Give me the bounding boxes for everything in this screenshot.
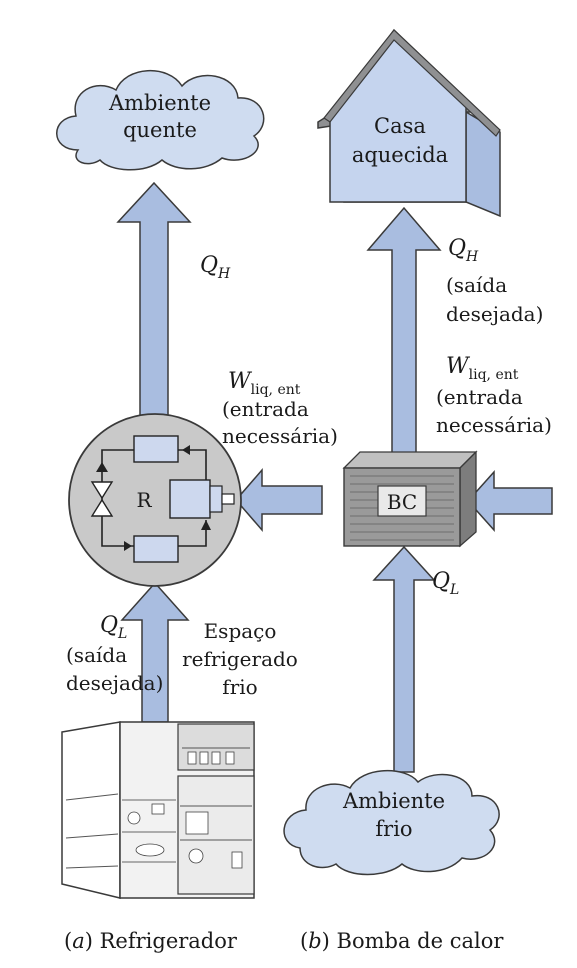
ql-label-refrigerator: QL (100, 613, 127, 642)
work-arrow-refrigerator (235, 467, 323, 533)
cold-space-label-line3: frio (222, 675, 257, 699)
evaporator-box (133, 535, 179, 563)
heated-house-illustration (317, 28, 501, 218)
heat-pump-unit: BC (342, 450, 478, 548)
work-arrow-heat-pump (466, 470, 553, 532)
qh-caption-heat-pump-line1: (saída (446, 273, 507, 297)
w-label-refrigerator: Wliq, ent (228, 369, 301, 398)
qh-caption-heat-pump-line2: desejada) (446, 302, 543, 326)
cold-space-label-line1: Espaço (204, 619, 277, 643)
hot-environment-cloud (56, 70, 265, 171)
condenser-box (133, 435, 179, 463)
cold-environment-cloud (283, 770, 500, 876)
cold-env-label-line1: Ambiente (342, 789, 445, 813)
house-label-line1: Casa (374, 114, 426, 138)
ql-arrow-heat-pump (372, 545, 436, 773)
w-caption-refrigerator-line1: (entrada (222, 397, 309, 421)
w-caption-heat-pump-line2: necessária) (436, 413, 552, 437)
ql-arrow-refrigerator (120, 581, 190, 723)
qh-label-heat-pump: QH (448, 236, 479, 265)
w-caption-refrigerator-line2: necessária) (222, 424, 338, 448)
caption-heat-pump: (b) Bomba de calor (300, 929, 504, 953)
flow-arrow-icon (96, 462, 108, 472)
qh-arrow-refrigerator (116, 181, 192, 421)
cold-env-label-line2: frio (375, 817, 412, 841)
cold-space-label-line2: refrigerado (182, 647, 298, 671)
expansion-valve-icon (90, 481, 114, 500)
hot-env-label-line1: Ambiente (108, 91, 211, 115)
qh-arrow-heat-pump (366, 206, 442, 459)
ql-caption-refrigerator-line1: (saída (66, 643, 127, 667)
w-label-heat-pump: Wliq, ent (446, 354, 519, 383)
caption-refrigerator: (a) Refrigerador (64, 929, 238, 953)
house-label-line2: aquecida (352, 143, 448, 167)
compressor-box (169, 479, 211, 519)
hot-env-label-line2: quente (123, 118, 197, 142)
w-caption-heat-pump-line1: (entrada (436, 385, 523, 409)
heat-pump-device-label: BC (387, 490, 417, 514)
refrigerator-illustration (61, 721, 255, 899)
refrigerator-device-label: R (136, 488, 152, 512)
ql-caption-refrigerator-line2: desejada) (66, 671, 163, 695)
refrigerator-cycle-device: R (68, 413, 242, 587)
ql-label-heat-pump: QL (432, 569, 459, 598)
qh-label-refrigerator: QH (200, 253, 231, 282)
